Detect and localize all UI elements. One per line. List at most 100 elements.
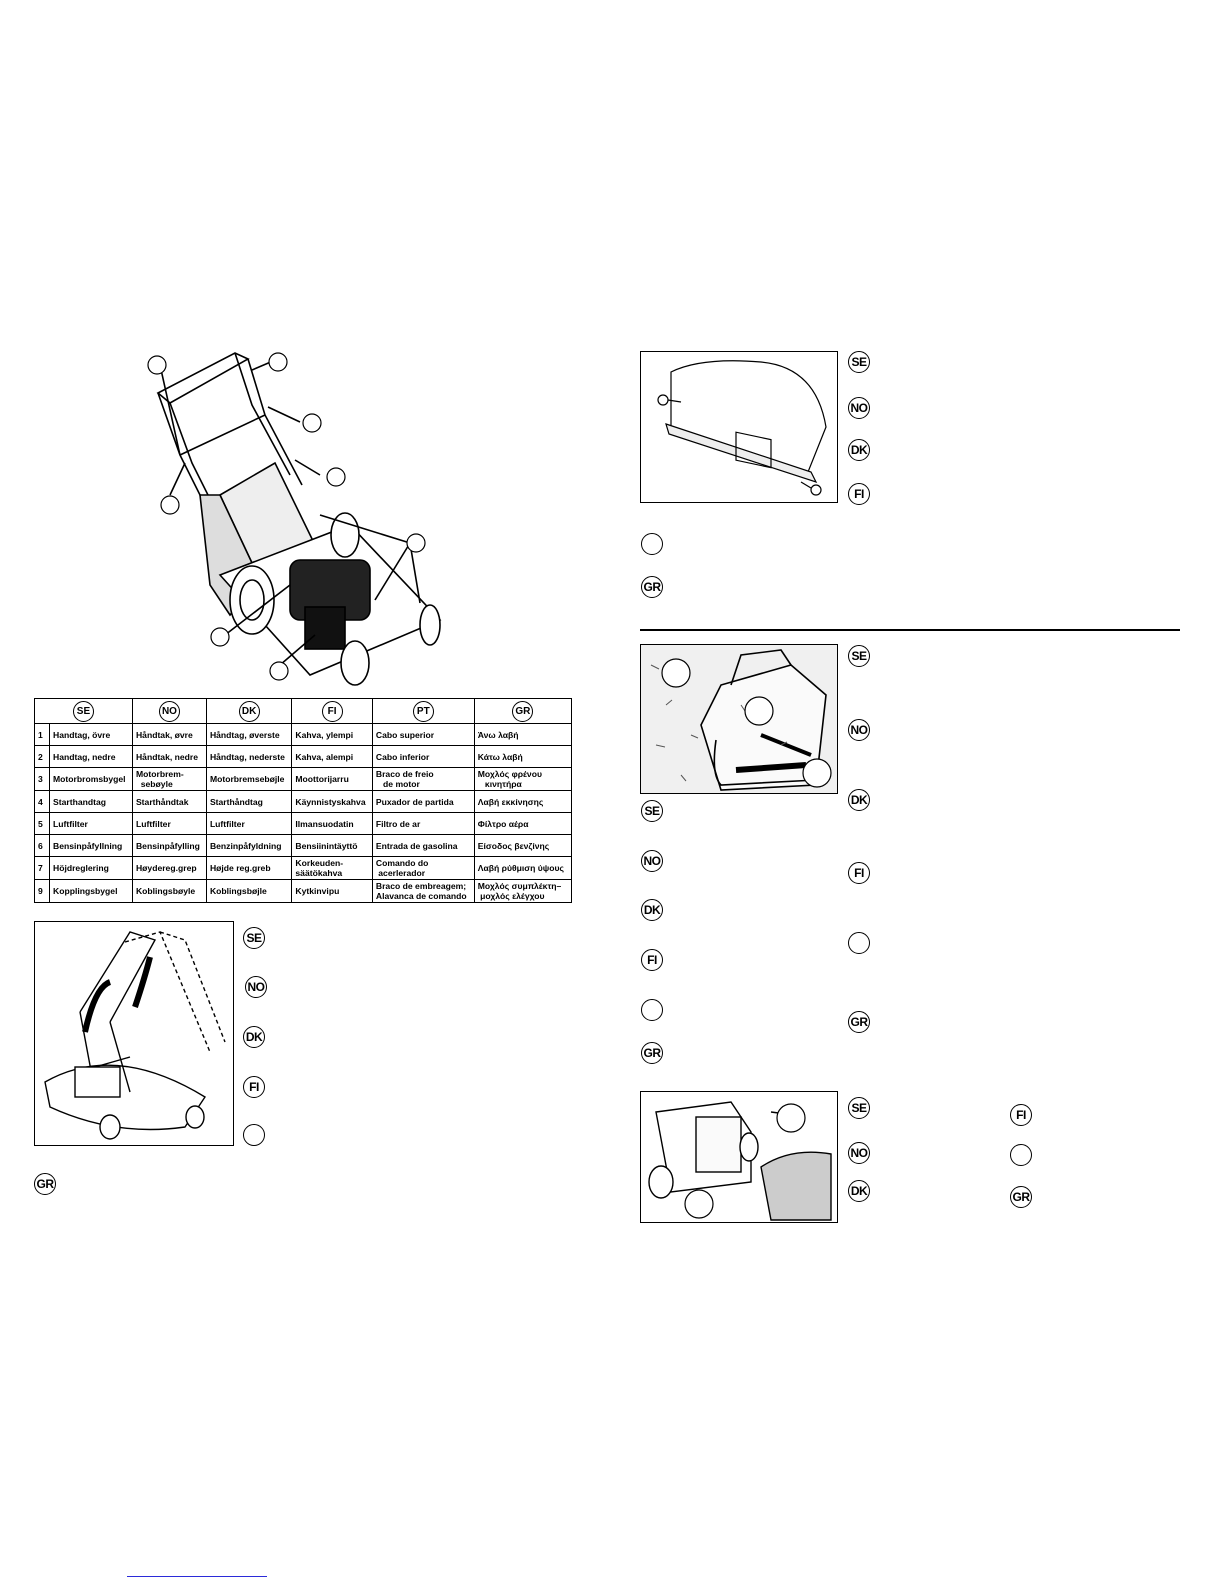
grass-bag-frame-illustration	[641, 645, 837, 793]
table-cell: Braco de freio de motor	[371, 767, 475, 791]
lang-badge: FI	[1010, 1104, 1032, 1126]
lang-badge-fi: FI	[321, 700, 343, 722]
row-number: 1	[34, 723, 50, 746]
lang-badge: DK	[848, 1180, 870, 1202]
row-number: 5	[34, 812, 50, 835]
lang-badge-no: NO	[158, 700, 180, 722]
row-number: 4	[34, 790, 50, 813]
table-cell: Μοχλός φρένου κινητήρα	[473, 767, 573, 791]
lang-badge: NO	[848, 1142, 870, 1164]
table-cell: Moottorijarru	[291, 767, 373, 791]
lang-badge: NO	[848, 719, 870, 741]
lang-badge	[641, 533, 663, 555]
table-cell: Koblingsbøjle	[205, 879, 293, 903]
lang-badge-gr: GR	[512, 700, 534, 722]
lang-badge	[243, 1124, 265, 1146]
lang-badge: FI	[243, 1076, 265, 1098]
table-cell: Είσοδος βενζίνης	[473, 834, 573, 857]
lang-badge-dk: DK	[238, 700, 260, 722]
footer-link-underline	[127, 1576, 267, 1577]
row-number: 6	[34, 834, 50, 857]
table-cell: Bensinpåfyllning	[49, 834, 133, 857]
table-cell: Φίλτρο αέρα	[473, 812, 573, 835]
row-number: 9	[34, 879, 50, 903]
table-cell: Benzinpåfyldning	[205, 834, 293, 857]
table-cell: Kahva, ylempi	[291, 723, 373, 746]
rear-guard-illustration	[657, 360, 827, 496]
lang-badge: GR	[641, 1042, 663, 1064]
row-number: 7	[34, 856, 50, 880]
lang-badge	[641, 999, 663, 1021]
table-cell: Bensiinintäyttö	[291, 834, 373, 857]
table-cell: Håndtak, nedre	[131, 745, 207, 768]
lang-badge: NO	[641, 850, 663, 872]
bag-mount-illustration	[648, 1101, 832, 1221]
lang-badge: SE	[848, 645, 870, 667]
table-cell: Comando do acerlerador	[371, 856, 475, 880]
row-number: 3	[34, 767, 50, 791]
lang-badge	[1010, 1144, 1032, 1166]
grass-bag-figure	[640, 644, 838, 794]
handle-fold-figure	[34, 921, 234, 1146]
table-cell: Λαβή εκκίνησης	[473, 790, 573, 813]
table-cell: Højde reg.greb	[205, 856, 293, 880]
lang-badge: GR	[641, 576, 663, 598]
table-cell: Entrada de gasolina	[371, 834, 475, 857]
table-cell: Käynnistyskahva	[291, 790, 373, 813]
table-cell: Luftfilter	[205, 812, 293, 835]
table-cell: Filtro de ar	[371, 812, 475, 835]
lang-badge: GR	[848, 1011, 870, 1033]
table-cell: Λαβή ρύθμιση ύψους	[473, 856, 573, 880]
lang-badge: DK	[243, 1026, 265, 1048]
table-cell: Håndtak, øvre	[131, 723, 207, 746]
table-cell: Starthandtag	[49, 790, 133, 813]
table-cell: Luftfilter	[131, 812, 207, 835]
lang-badge: GR	[34, 1173, 56, 1195]
table-cell: Ilmansuodatin	[291, 812, 373, 835]
table-cell: Cabo superior	[371, 723, 475, 746]
lang-badge: DK	[848, 789, 870, 811]
table-cell: Cabo inferior	[371, 745, 475, 768]
table-cell: Μοχλός συμπλέκτη– μοχλός ελέγχου	[473, 879, 573, 903]
table-cell: Koblingsbøyle	[131, 879, 207, 903]
lang-badge: SE	[848, 1097, 870, 1119]
table-cell: Håndtag, øverste	[205, 723, 293, 746]
lawn-mower-illustration	[147, 352, 442, 686]
table-cell: Braco de embreagem; Alavanca de comando	[371, 879, 475, 903]
table-cell: Handtag, nedre	[49, 745, 133, 768]
table-cell: Kopplingsbygel	[49, 879, 133, 903]
table-cell: Kytkinvipu	[291, 879, 373, 903]
table-cell: Kahva, alempi	[291, 745, 373, 768]
lang-badge-pt: PT	[412, 700, 434, 722]
row-number: 2	[34, 745, 50, 768]
table-cell: Puxador de partida	[371, 790, 475, 813]
lang-badge: SE	[641, 800, 663, 822]
parts-table-header: SE NO DK FI PT GR	[34, 698, 573, 724]
table-cell: Starthåndtag	[205, 790, 293, 813]
rear-guard-figure	[640, 351, 838, 503]
lang-badge-se: SE	[72, 700, 94, 722]
table-cell: Höjdreglering	[49, 856, 133, 880]
table-cell: Handtag, övre	[49, 723, 133, 746]
lang-badge: SE	[848, 351, 870, 373]
lang-badge: DK	[641, 899, 663, 921]
table-cell: Motorbremsebøjle	[205, 767, 293, 791]
lang-badge: NO	[245, 976, 267, 998]
table-cell: Høydereg.grep	[131, 856, 207, 880]
table-cell: Håndtag, nederste	[205, 745, 293, 768]
table-cell: Bensinpåfylling	[131, 834, 207, 857]
table-cell: Motorbrem- sebøyle	[131, 767, 207, 791]
lang-badge: NO	[848, 397, 870, 419]
table-cell: Κάτω λαβή	[473, 745, 573, 768]
table-cell: Starthåndtak	[131, 790, 207, 813]
lang-badge: FI	[848, 862, 870, 884]
section-divider	[640, 629, 1180, 631]
table-cell: Άνω λαβή	[473, 723, 573, 746]
